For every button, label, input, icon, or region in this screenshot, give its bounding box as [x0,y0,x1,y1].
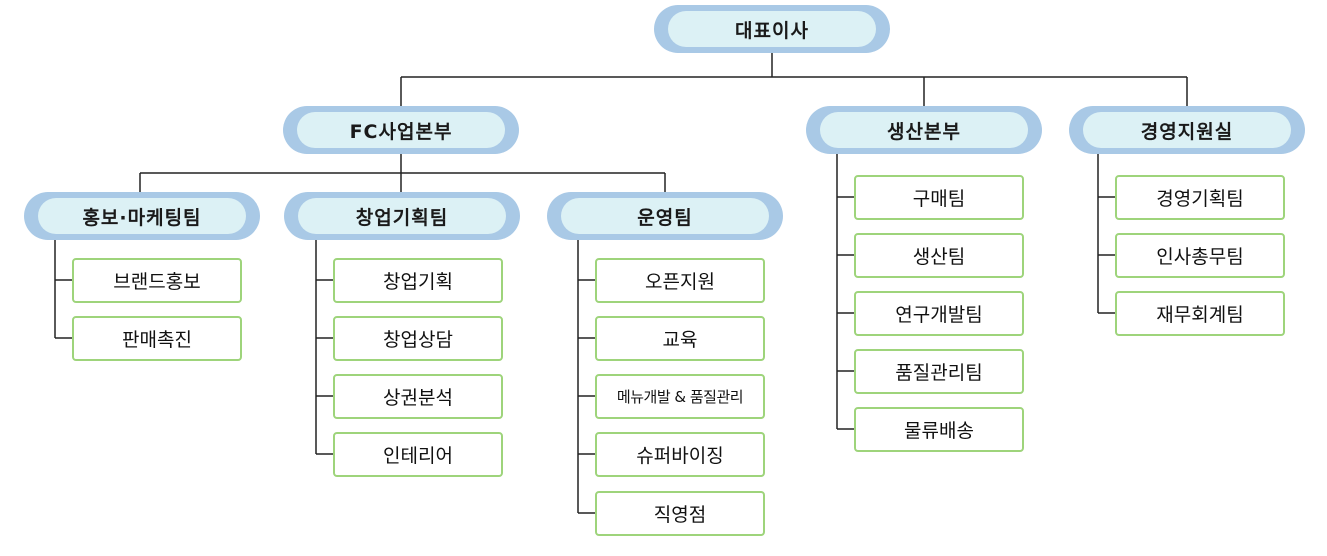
team-label: 창업기획팀 [298,198,506,234]
root-node: 대표이사 [654,5,890,53]
unit-box: 인테리어 [333,432,503,477]
team-startup: 창업기획팀 [284,192,520,240]
division-production: 생산본부 [806,106,1042,154]
unit-box: 창업기획 [333,258,503,303]
unit-box: 교육 [595,316,765,361]
unit-box: 경영기획팀 [1115,175,1285,220]
team-label: 홍보·마케팅팀 [38,198,246,234]
unit-box: 생산팀 [854,233,1024,278]
division-label: 생산본부 [820,112,1028,148]
unit-box: 슈퍼바이징 [595,432,765,477]
unit-box: 연구개발팀 [854,291,1024,336]
unit-box: 인사총무팀 [1115,233,1285,278]
division-label: 경영지원실 [1083,112,1291,148]
division-support: 경영지원실 [1069,106,1305,154]
unit-box: 물류배송 [854,407,1024,452]
unit-box: 품질관리팀 [854,349,1024,394]
team-label: 운영팀 [561,198,769,234]
team-marketing: 홍보·마케팅팀 [24,192,260,240]
unit-box: 직영점 [595,491,765,536]
unit-box: 메뉴개발 & 품질관리 [595,374,765,419]
unit-box: 상권분석 [333,374,503,419]
unit-box: 구매팀 [854,175,1024,220]
root-label: 대표이사 [668,11,876,47]
team-operations: 운영팀 [547,192,783,240]
unit-box: 브랜드홍보 [72,258,242,303]
division-fc: FC사업본부 [283,106,519,154]
unit-box: 오픈지원 [595,258,765,303]
division-label: FC사업본부 [297,112,505,148]
unit-box: 판매촉진 [72,316,242,361]
unit-box: 창업상담 [333,316,503,361]
unit-box: 재무회계팀 [1115,291,1285,336]
